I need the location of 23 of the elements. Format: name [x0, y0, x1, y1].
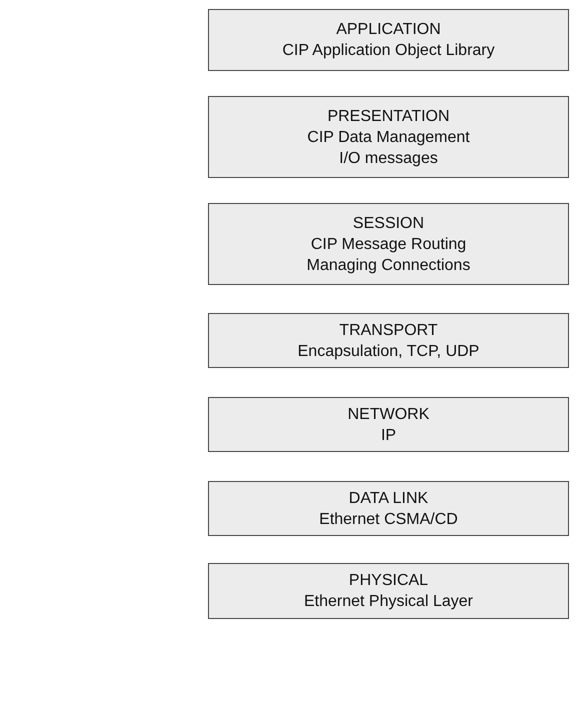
- layer-protocol: I/O messages: [339, 148, 438, 168]
- layer-box: [208, 96, 569, 178]
- layer-protocol: CIP Message Routing: [310, 234, 466, 254]
- layer-box: [208, 9, 569, 71]
- layer-name: PRESENTATION: [327, 106, 450, 126]
- layer-protocol: IP: [380, 426, 396, 446]
- layer-name: SESSION: [352, 214, 424, 234]
- layer-name: PHYSICAL: [348, 571, 428, 591]
- layer-box: [208, 313, 569, 368]
- layer-name: DATA LINK: [348, 488, 428, 508]
- layer-name: NETWORK: [348, 404, 430, 424]
- layer-protocol: CIP Data Management: [307, 128, 470, 148]
- layer-box: [208, 563, 569, 619]
- layer-box: [208, 481, 569, 536]
- layer-protocol: CIP Application Object Library: [282, 41, 495, 61]
- layer-box: [208, 203, 569, 285]
- layer-box: [208, 397, 569, 452]
- layer-name: TRANSPORT: [339, 320, 438, 340]
- layer-name: APPLICATION: [336, 20, 441, 40]
- layer-protocol: Managing Connections: [306, 256, 470, 276]
- layer-protocol: Encapsulation, TCP, UDP: [298, 342, 480, 362]
- layer-protocol: Ethernet Physical Layer: [304, 592, 473, 612]
- layer-protocol: Ethernet CSMA/CD: [319, 510, 458, 530]
